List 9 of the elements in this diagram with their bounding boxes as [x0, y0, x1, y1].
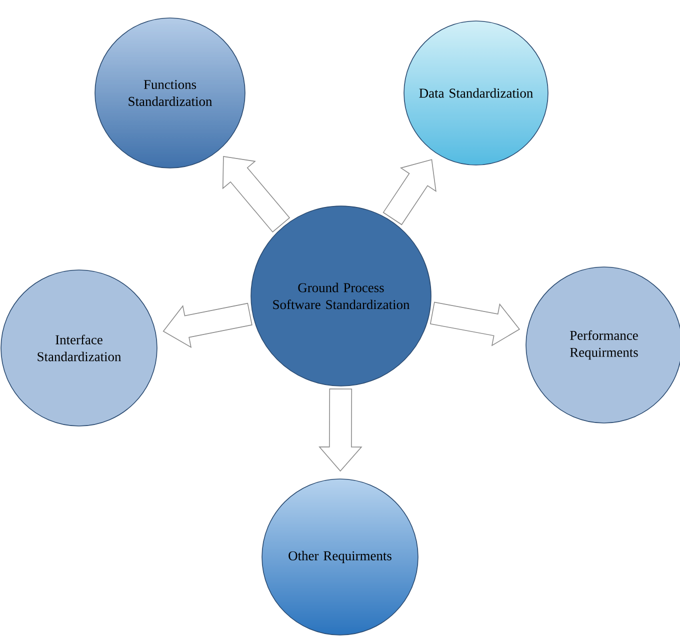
- circle-node: Performance Requirments: [526, 266, 680, 424]
- circle-node: Data Standardization: [404, 20, 548, 166]
- block-arrow: [318, 388, 362, 472]
- circle-node: Functions Standardization: [94, 18, 246, 168]
- circle-node: Ground Process Software Standardization: [250, 206, 432, 386]
- block-arrow: [382, 159, 436, 226]
- circle-node: Other Requirments: [262, 478, 418, 636]
- block-arrow: [162, 302, 252, 348]
- circle-node: Interface Standardization: [0, 270, 158, 426]
